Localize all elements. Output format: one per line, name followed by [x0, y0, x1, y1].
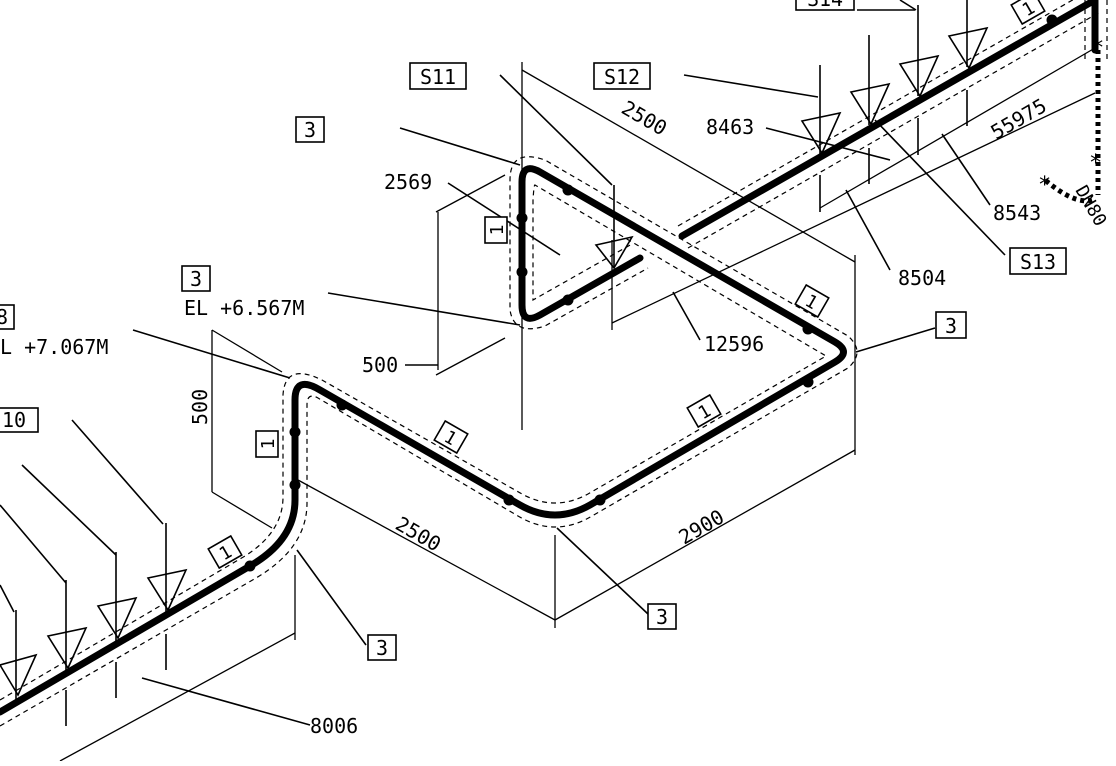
svg-text:1: 1 [487, 225, 508, 236]
weld-dot [802, 323, 814, 335]
dimension-2500-top: 2500 [618, 96, 672, 141]
svg-text:3: 3 [656, 605, 668, 629]
dimension-55975: 55975 [987, 93, 1051, 144]
tag-s14: S14 [795, 0, 855, 11]
svg-text:3: 3 [304, 118, 316, 142]
pipe-upper-right [678, 0, 1099, 240]
tag-s13: S13 [1009, 247, 1067, 275]
svg-text:3: 3 [376, 636, 388, 660]
dimension-dn-partial: DN80 [1071, 182, 1111, 230]
support-symbol [898, 5, 940, 98]
segment-label-1: 1 [686, 393, 722, 429]
asterisk-mark: * [1091, 36, 1104, 61]
callout-3: 3 [295, 116, 325, 143]
callout-3: 3 [181, 265, 211, 292]
segment-label-1: 1 [794, 283, 830, 319]
asterisk-mark: * [1089, 151, 1102, 176]
segment-label-1: 1 [1010, 0, 1046, 26]
weld-dot [594, 494, 606, 506]
weld-dot [562, 184, 574, 196]
callout-3: 3 [935, 311, 967, 339]
support-symbol [46, 580, 88, 670]
segment-label-1: 1 [433, 419, 469, 455]
weld-dot [1046, 14, 1058, 26]
dimension-500-vertical: 500 [188, 389, 212, 425]
tag-s12: S12 [593, 62, 651, 90]
dimension-12596: 12596 [704, 332, 764, 356]
callout-3: 3 [647, 603, 677, 630]
insulation-lines [0, 0, 1108, 727]
pipe-supports [0, 0, 989, 700]
weld-dot [289, 479, 301, 491]
dimension-2500-bottom: 2500 [392, 512, 446, 557]
support-symbol [96, 552, 138, 642]
segment-label-1: 1 [207, 534, 243, 570]
elevation-label: L +7.067M [0, 335, 108, 359]
dimension-2900: 2900 [675, 504, 729, 549]
support-symbol [146, 523, 188, 612]
weld-dot [244, 560, 256, 572]
weld-dot [562, 294, 574, 306]
dimension-8463: 8463 [706, 115, 754, 139]
tag-s11: S11 [409, 62, 467, 90]
dimension-lines [59, 47, 1096, 762]
dimension-500-left: 500 [362, 353, 398, 377]
tag-s8: 8 [0, 304, 15, 330]
dimension-2569: 2569 [384, 170, 432, 194]
pipe-lower-left [0, 165, 847, 716]
weld-points [244, 14, 1058, 572]
segment-label-1: 1 [484, 216, 508, 244]
leader-lines [0, 0, 1006, 726]
support-symbol [0, 610, 38, 700]
support-ticks [65, 90, 968, 726]
elevation-label: EL +6.567M [184, 296, 304, 320]
support-symbol [594, 185, 634, 270]
svg-text:S11: S11 [420, 65, 456, 89]
svg-text:10: 10 [2, 408, 26, 432]
svg-text:1: 1 [258, 439, 279, 450]
tag-s10: 10 [0, 407, 39, 433]
svg-text:S12: S12 [604, 65, 640, 89]
dimension-8006: 8006 [310, 714, 358, 738]
support-symbol [800, 65, 842, 155]
svg-text:S13: S13 [1020, 250, 1056, 274]
dimension-8504: 8504 [898, 266, 946, 290]
svg-text:3: 3 [190, 267, 202, 291]
asterisk-mark: * [1038, 173, 1051, 198]
support-symbol [947, 0, 989, 70]
svg-text:3: 3 [945, 314, 957, 338]
support-symbol [849, 35, 891, 126]
dimension-8543: 8543 [993, 201, 1041, 225]
dotted-branch: * * * [1038, 36, 1104, 204]
weld-dot [289, 426, 301, 438]
weld-dot [802, 376, 814, 388]
callout-3: 3 [367, 634, 397, 661]
svg-text:8: 8 [0, 305, 8, 329]
weld-dot [503, 494, 515, 506]
svg-text:S14: S14 [807, 0, 843, 11]
segment-label-1: 1 [255, 430, 279, 458]
weld-dot [336, 399, 348, 411]
